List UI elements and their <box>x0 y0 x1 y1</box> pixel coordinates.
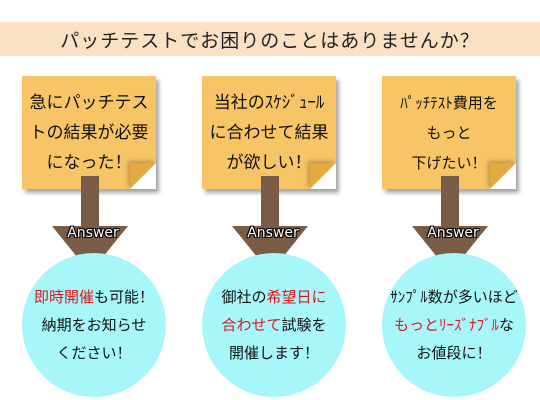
solution-text-3: ｻﾝﾌﾟﾙ数が多いほどもっとﾘｰｽﾞﾅﾌﾞﾙなお値段に！ <box>390 288 518 362</box>
problem-column-3: ﾊﾟｯﾁﾃｽﾄ費用を もっと 下げたい！ Answer ｻﾝﾌﾟﾙ数が多いほども… <box>370 0 540 400</box>
solution-text-1: 即時開催も可能！納期をお知らせください！ <box>33 288 155 362</box>
answer-label: Answer <box>247 225 299 241</box>
down-arrow-icon <box>232 176 308 273</box>
highlight-text: 即時開催 <box>33 288 94 306</box>
problem-column-1: 急にパッチテス トの結果が必要 になった！ Answer 即時開催も可能！納期を… <box>10 0 180 400</box>
page-curl <box>490 163 516 189</box>
page-curl <box>310 163 336 189</box>
solution-text-2: 御社の希望日に合わせて試験を開催します！ <box>221 288 327 362</box>
note-text-1: 急にパッチテス トの結果が必要 になった！ <box>29 92 149 173</box>
solution-circle-2: 御社の希望日に合わせて試験を開催します！ <box>202 253 346 397</box>
sticky-note-3: ﾊﾟｯﾁﾃｽﾄ費用を もっと 下げたい！ <box>382 76 516 189</box>
solution-circle-3: ｻﾝﾌﾟﾙ数が多いほどもっとﾘｰｽﾞﾅﾌﾞﾙなお値段に！ <box>382 253 526 397</box>
answer-label: Answer <box>427 225 479 241</box>
header-banner: パッチテストでお困りのことはありませんか？ <box>0 22 540 56</box>
solution-circle-1: 即時開催も可能！納期をお知らせください！ <box>22 253 166 397</box>
highlight-text: 合わせて <box>221 316 282 334</box>
highlight-text: もっとﾘｰｽﾞﾅﾌﾞﾙ <box>393 316 499 334</box>
highlight-text: 希望日に <box>266 288 327 306</box>
sticky-note-1: 急にパッチテス トの結果が必要 になった！ <box>22 76 156 189</box>
down-arrow-icon <box>412 176 488 273</box>
note-text-2: 当社のｽｹｼﾞｭｰﾙ に合わせて結果 が欲しい！ <box>209 92 329 173</box>
problem-column-2: 当社のｽｹｼﾞｭｰﾙ に合わせて結果 が欲しい！ Answer 御社の希望日に合… <box>190 0 360 400</box>
sticky-note-2: 当社のｽｹｼﾞｭｰﾙ に合わせて結果 が欲しい！ <box>202 76 336 189</box>
banner-text: パッチテストでお困りのことはありませんか？ <box>60 29 480 52</box>
note-text-3: ﾊﾟｯﾁﾃｽﾄ費用を もっと 下げたい！ <box>400 93 498 172</box>
down-arrow-icon <box>52 176 128 273</box>
answer-label: Answer <box>67 225 119 241</box>
page-curl <box>130 163 156 189</box>
